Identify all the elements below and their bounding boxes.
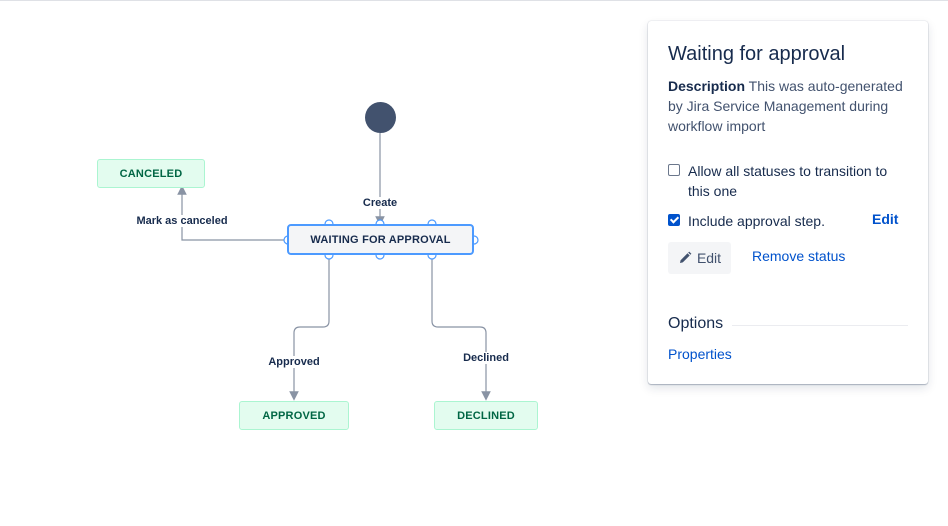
status-approved[interactable]: APPROVED — [239, 401, 349, 430]
transition-mark-canceled-label[interactable]: Mark as canceled — [134, 215, 230, 227]
panel-title: Waiting for approval — [668, 43, 846, 65]
properties-link[interactable]: Properties — [668, 346, 732, 362]
workflow-diagram[interactable]: CANCELED WAITING FOR APPROVAL APPROVED D… — [0, 0, 640, 526]
include-approval-row[interactable]: Include approval step. — [668, 211, 825, 231]
status-declined-label: DECLINED — [457, 409, 515, 422]
status-waiting-label: WAITING FOR APPROVAL — [310, 233, 451, 246]
description-label: Description — [668, 78, 746, 94]
status-canceled[interactable]: CANCELED — [97, 159, 205, 188]
allow-all-statuses-label: Allow all statuses to transition to this… — [688, 163, 888, 199]
status-details-panel: Waiting for approval Description This wa… — [648, 21, 928, 384]
status-description: Description This was auto-generated by J… — [668, 76, 908, 136]
edit-status-button[interactable]: Edit — [668, 242, 731, 274]
options-divider — [732, 325, 908, 326]
status-declined[interactable]: DECLINED — [434, 401, 538, 430]
status-canceled-label: CANCELED — [119, 167, 183, 180]
transition-declined-label[interactable]: Declined — [461, 352, 511, 364]
remove-status-link[interactable]: Remove status — [752, 248, 846, 264]
declined-transition-line — [431, 255, 491, 401]
status-approved-label: APPROVED — [262, 409, 326, 422]
options-heading: Options — [668, 315, 724, 332]
edit-approval-link[interactable]: Edit — [872, 211, 899, 227]
approved-transition-line — [289, 255, 330, 401]
cancel-transition-line — [177, 185, 287, 241]
start-node[interactable] — [365, 102, 396, 133]
edit-button-label: Edit — [696, 250, 722, 266]
include-approval-label: Include approval step. — [688, 213, 825, 229]
top-divider — [0, 0, 948, 1]
transition-approved-label[interactable]: Approved — [266, 356, 322, 368]
include-approval-checkbox[interactable] — [668, 214, 680, 226]
allow-all-statuses-row[interactable]: Allow all statuses to transition to this… — [668, 161, 908, 201]
transition-create-label[interactable]: Create — [360, 197, 400, 209]
description-text: This was auto-generated by Jira Service … — [668, 78, 903, 134]
status-waiting-for-approval[interactable]: WAITING FOR APPROVAL — [287, 224, 474, 255]
allow-all-statuses-checkbox[interactable] — [668, 164, 680, 176]
pencil-icon — [679, 251, 692, 263]
diagram-connectors — [177, 133, 491, 401]
